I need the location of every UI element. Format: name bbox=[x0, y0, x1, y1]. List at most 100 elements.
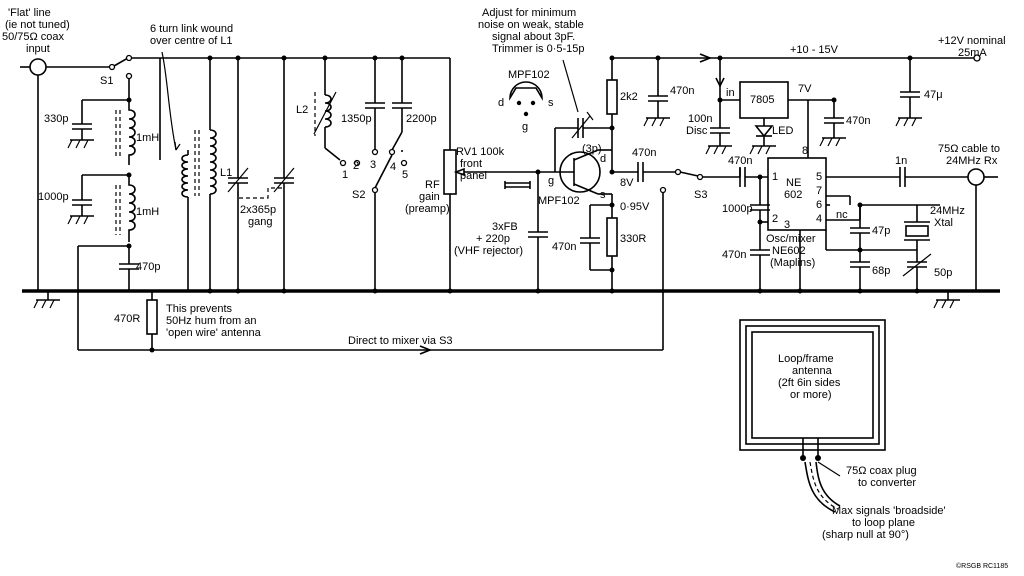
r470-label: 470R bbox=[114, 313, 140, 325]
c1350p-label: 1350p bbox=[341, 113, 372, 125]
capacitor-1n bbox=[899, 167, 968, 187]
regulator-label: 7805 bbox=[750, 94, 774, 106]
regulator-7805 bbox=[739, 81, 789, 119]
mpf102-pinout-label: MPF102 bbox=[508, 69, 550, 81]
ferrite-beads bbox=[500, 171, 555, 189]
rv1-label-3: panel bbox=[460, 170, 487, 182]
link-coil bbox=[159, 58, 189, 291]
trimmer-capacitor bbox=[554, 111, 612, 150]
s2-pos4: 4 bbox=[390, 161, 396, 173]
pinout-g: g bbox=[522, 121, 528, 133]
pinout-s: s bbox=[548, 97, 554, 109]
pin4-label: 4 bbox=[816, 213, 822, 225]
c1000p-mix-label: 1000p bbox=[722, 203, 753, 215]
inductor-1mh-top bbox=[115, 100, 136, 165]
inductor-l2 bbox=[313, 58, 341, 161]
input-label: input bbox=[26, 43, 50, 55]
trim-3p-label: (3p) bbox=[582, 143, 602, 155]
capacitor-470n-mix bbox=[739, 167, 768, 187]
capacitor-100n-disc bbox=[705, 100, 732, 155]
direct-mixer-label: Direct to mixer via S3 bbox=[348, 335, 453, 347]
capacitor-470p-left bbox=[119, 246, 139, 291]
c470n-mix2-label: 470n bbox=[722, 249, 746, 261]
rf-gain-label-3: (preamp) bbox=[405, 203, 450, 215]
c47u-label: 47μ bbox=[924, 89, 943, 101]
c100n-label-1: 100n bbox=[688, 113, 712, 125]
text-labels: 'Flat' line (ie not tuned) 50/75Ω coax i… bbox=[2, 7, 1008, 570]
r2k2-label: 2k2 bbox=[620, 91, 638, 103]
fet-type-label: MPF102 bbox=[538, 195, 580, 207]
mpf102-pinout bbox=[509, 81, 543, 117]
switch-s3 bbox=[659, 168, 740, 194]
v7-label: 7V bbox=[798, 83, 812, 95]
resistor-330r bbox=[606, 205, 618, 291]
loop-label-2: antenna bbox=[792, 365, 833, 377]
switch-s2 bbox=[339, 148, 408, 291]
capacitor-470n-source bbox=[580, 205, 600, 270]
c68p-label: 68p bbox=[872, 265, 890, 277]
vhf-label-3: (VHF rejector) bbox=[454, 245, 523, 257]
ic-ne602 bbox=[767, 157, 827, 231]
c470p-left-label: 470p bbox=[136, 261, 160, 273]
credit-label: ©RSGB RC1185 bbox=[956, 562, 1008, 570]
mh-bottom-label: 1mH bbox=[136, 206, 159, 218]
trimmer-50p bbox=[902, 253, 932, 291]
c100n-label-2: Disc bbox=[686, 125, 708, 137]
c1n-label: 1n bbox=[895, 155, 907, 167]
s2-pos2: 2 bbox=[353, 160, 359, 172]
capacitor-47u bbox=[895, 58, 922, 127]
capacitor-1000p-left bbox=[67, 175, 94, 225]
plug-label-2: to converter bbox=[858, 477, 916, 489]
c330p-label: 330p bbox=[44, 113, 68, 125]
pin5-label: 5 bbox=[816, 171, 822, 183]
rf-gain-label-1: RF bbox=[425, 179, 440, 191]
resistor-2k2 bbox=[606, 79, 618, 150]
supply-label-1: +12V nominal bbox=[938, 35, 1006, 47]
ne-label-1: NE bbox=[786, 177, 801, 189]
c1000p-left-label: 1000p bbox=[38, 191, 69, 203]
r330-label: 330R bbox=[620, 233, 646, 245]
s2-pos1: 1 bbox=[342, 169, 348, 181]
max-label-1: Max signals 'broadside' bbox=[832, 505, 946, 517]
adjust-note-1: Adjust for minimum bbox=[482, 7, 576, 19]
gang-capacitor-2x365p bbox=[227, 58, 295, 291]
rf-gain-label-2: gain bbox=[419, 191, 440, 203]
led bbox=[749, 118, 776, 155]
fet-s-label: s bbox=[600, 189, 606, 201]
ground-symbol-left bbox=[33, 291, 60, 309]
gang-label-1: 2x365p bbox=[240, 204, 276, 216]
supply-label-2: 25mA bbox=[958, 47, 987, 59]
pin1-label: 1 bbox=[772, 171, 778, 183]
regulator-in-label: in bbox=[726, 87, 735, 99]
coax-output-connector bbox=[967, 168, 998, 291]
coax-input-connector bbox=[20, 58, 47, 291]
coax-ohms-label: 50/75Ω coax bbox=[2, 31, 65, 43]
link-label-2: over centre of L1 bbox=[150, 35, 233, 47]
loop-antenna bbox=[739, 319, 886, 513]
osc-label-3: (Maplins) bbox=[770, 257, 815, 269]
capacitor-47p bbox=[850, 205, 870, 250]
ground-symbol-right bbox=[933, 291, 960, 309]
capacitor-68p bbox=[850, 250, 870, 291]
c50p-label: 50p bbox=[934, 267, 952, 279]
v8-label: 8V bbox=[620, 177, 634, 189]
led-label: LED bbox=[772, 125, 793, 137]
max-label-3: (sharp null at 90°) bbox=[822, 529, 909, 541]
s2-pos3: 3 bbox=[370, 159, 376, 171]
gang-label-2: gang bbox=[248, 216, 272, 228]
plug-label-1: 75Ω coax plug bbox=[846, 465, 917, 477]
pinout-d: d bbox=[498, 97, 504, 109]
ne-label-2: 602 bbox=[784, 189, 802, 201]
hum-note-1: This prevents bbox=[166, 303, 233, 315]
osc-label-2: NE602 bbox=[772, 245, 806, 257]
s2-label: S2 bbox=[352, 189, 365, 201]
pin8-label: 8 bbox=[802, 145, 808, 157]
pin7-label: 7 bbox=[816, 185, 822, 197]
max-label-2: to loop plane bbox=[852, 517, 915, 529]
osc-label-1: Osc/mixer bbox=[766, 233, 816, 245]
c470n-source-label: 470n bbox=[552, 241, 576, 253]
capacitor-1000p-mix bbox=[750, 177, 770, 222]
capacitor-330p bbox=[67, 100, 94, 149]
loop-label-3: (2ft 6in sides bbox=[778, 377, 841, 389]
